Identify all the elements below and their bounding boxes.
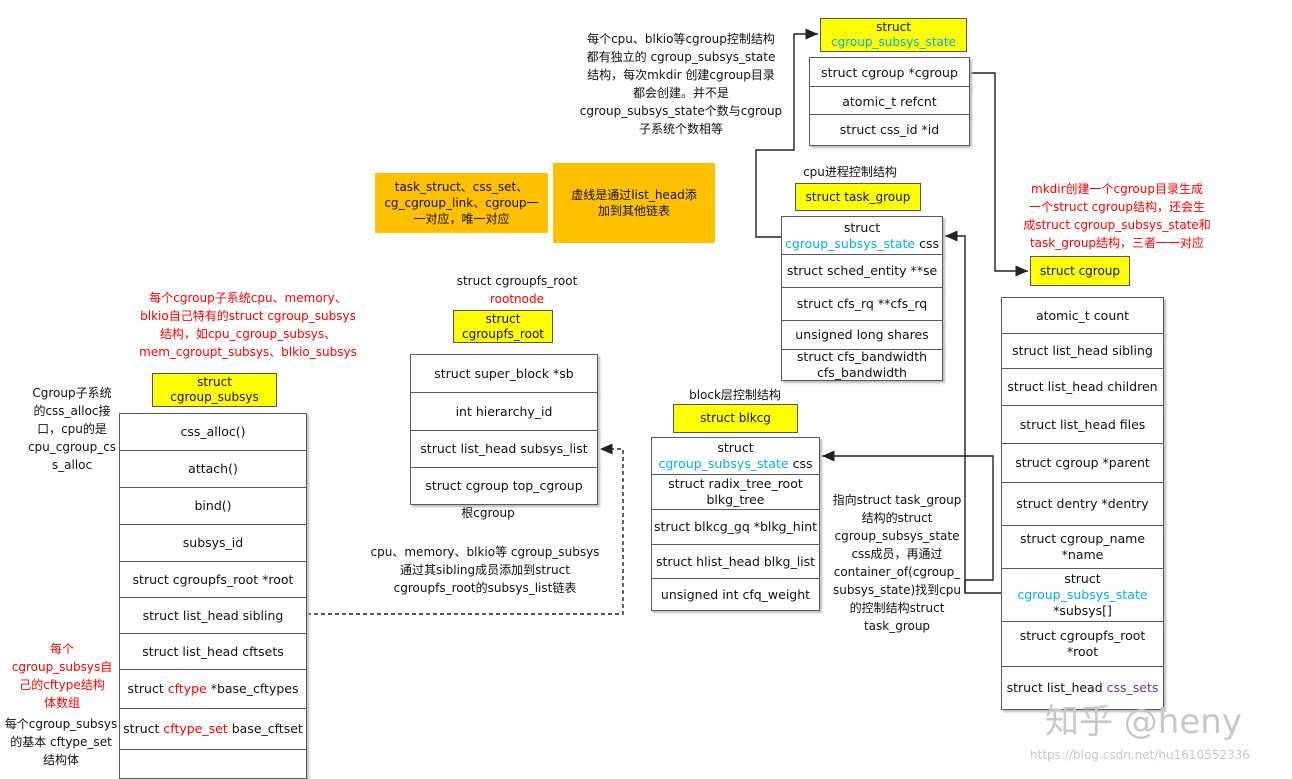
task-group-row-css: struct cgroup_subsys_state css — [781, 216, 943, 256]
cgroup-subsys-row-bind: bind() — [119, 487, 307, 525]
blkcg-row-list: struct hlist_head blkg_list — [651, 544, 820, 579]
cgroup-row-sibling: struct list_head sibling — [1001, 333, 1164, 369]
css-state-row-cgroup: struct cgroup *cgroup — [809, 57, 970, 89]
cgroup-row-name: struct cgroup_name*name — [1001, 525, 1164, 569]
cgroup-row-children: struct list_head children — [1001, 368, 1164, 406]
note-cgroup-subsys: 每个cgroup子系统cpu、memory、blkio自己特有的struct c… — [139, 291, 357, 359]
watermark-url: https://blog.csdn.net/hu1610552336 — [1030, 748, 1250, 762]
task-group-row-cfs-rq: struct cfs_rq **cfs_rq — [781, 287, 943, 321]
task-group-title: struct task_group — [795, 183, 921, 211]
cgroup-subsys-row-more — [119, 749, 307, 779]
orange-note-one-to-one: task_struct、css_set、cg_cgroup_link、cgrou… — [375, 173, 548, 233]
blkcg-title: struct blkcg — [673, 404, 798, 433]
task-group-row-shares: unsigned long shares — [781, 320, 943, 350]
cgroup-subsys-row-cftset: struct cftype_set base_cftset — [119, 708, 307, 750]
cgroup-row-dentry: struct dentry *dentry — [1001, 482, 1164, 526]
css-state-title: struct cgroup_subsys_state — [820, 18, 967, 52]
cgroup-subsys-row-sibling: struct list_head sibling — [119, 597, 307, 634]
cgroup-row-count: atomic_t count — [1001, 297, 1164, 335]
root-cgroup-label: 根cgroup — [461, 506, 515, 520]
cgroup-subsys-row-attach: attach() — [119, 450, 307, 488]
cgroup-row-parent: struct cgroup *parent — [1001, 443, 1164, 483]
note-mkdir: mkdir创建一个cgroup目录生成一个struct cgroup结构，还会生… — [1023, 182, 1211, 250]
blkcg-row-weight: unsigned int cfq_weight — [651, 578, 820, 611]
cgroup-subsys-row-cftypes: struct cftype *base_cftypes — [119, 669, 307, 709]
note-css-state: 每个cpu、blkio等cgroup控制结构都有独立的 cgroup_subsy… — [579, 32, 783, 136]
cgroupfs-root-row-top-cgroup: struct cgroup top_cgroup — [410, 467, 598, 505]
cgroup-subsys-row-root: struct cgroupfs_root *root — [119, 561, 307, 598]
cgroupfs-root-caption: struct cgroupfs_root rootnode — [456, 274, 578, 306]
blkcg-row-css: struct cgroup_subsys_state css — [651, 437, 820, 475]
watermark-text: 知乎 @heny — [1045, 702, 1242, 742]
blkcg-row-hint: struct blkcg_gq *blkg_hint — [651, 509, 820, 545]
orange-note-dashed-line: 虚线是通过list_head添加到其他链表 — [553, 163, 715, 243]
cgroupfs-root-row-sb: struct super_block *sb — [410, 354, 598, 393]
cgroup-subsys-row-css-alloc: css_alloc() — [119, 413, 307, 451]
cgroupfs-root-row-hierarchy: int hierarchy_id — [410, 392, 598, 431]
cgroup-subsys-row-subsys-id: subsys_id — [119, 524, 307, 562]
cgroup-row-css-sets: struct list_head css_sets — [1001, 666, 1164, 710]
cgroup-subsys-row-cftsets: struct list_head cftsets — [119, 633, 307, 670]
cgroup-title: struct cgroup — [1030, 256, 1130, 286]
task-group-caption: cpu进程控制结构 — [803, 165, 897, 179]
task-group-row-se: struct sched_entity **se — [781, 254, 943, 288]
css-state-row-id: struct css_id *id — [809, 114, 970, 146]
cgroup-row-subsys: struct cgroup_subsys_state *subsys[] — [1001, 568, 1164, 622]
cgroupfs-root-row-subsys-list: struct list_head subsys_list — [410, 430, 598, 468]
cgroup-row-files: struct list_head files — [1001, 405, 1164, 444]
blkcg-caption: block层控制结构 — [689, 388, 781, 402]
cgroup-row-root: struct cgroupfs_root*root — [1001, 621, 1164, 667]
